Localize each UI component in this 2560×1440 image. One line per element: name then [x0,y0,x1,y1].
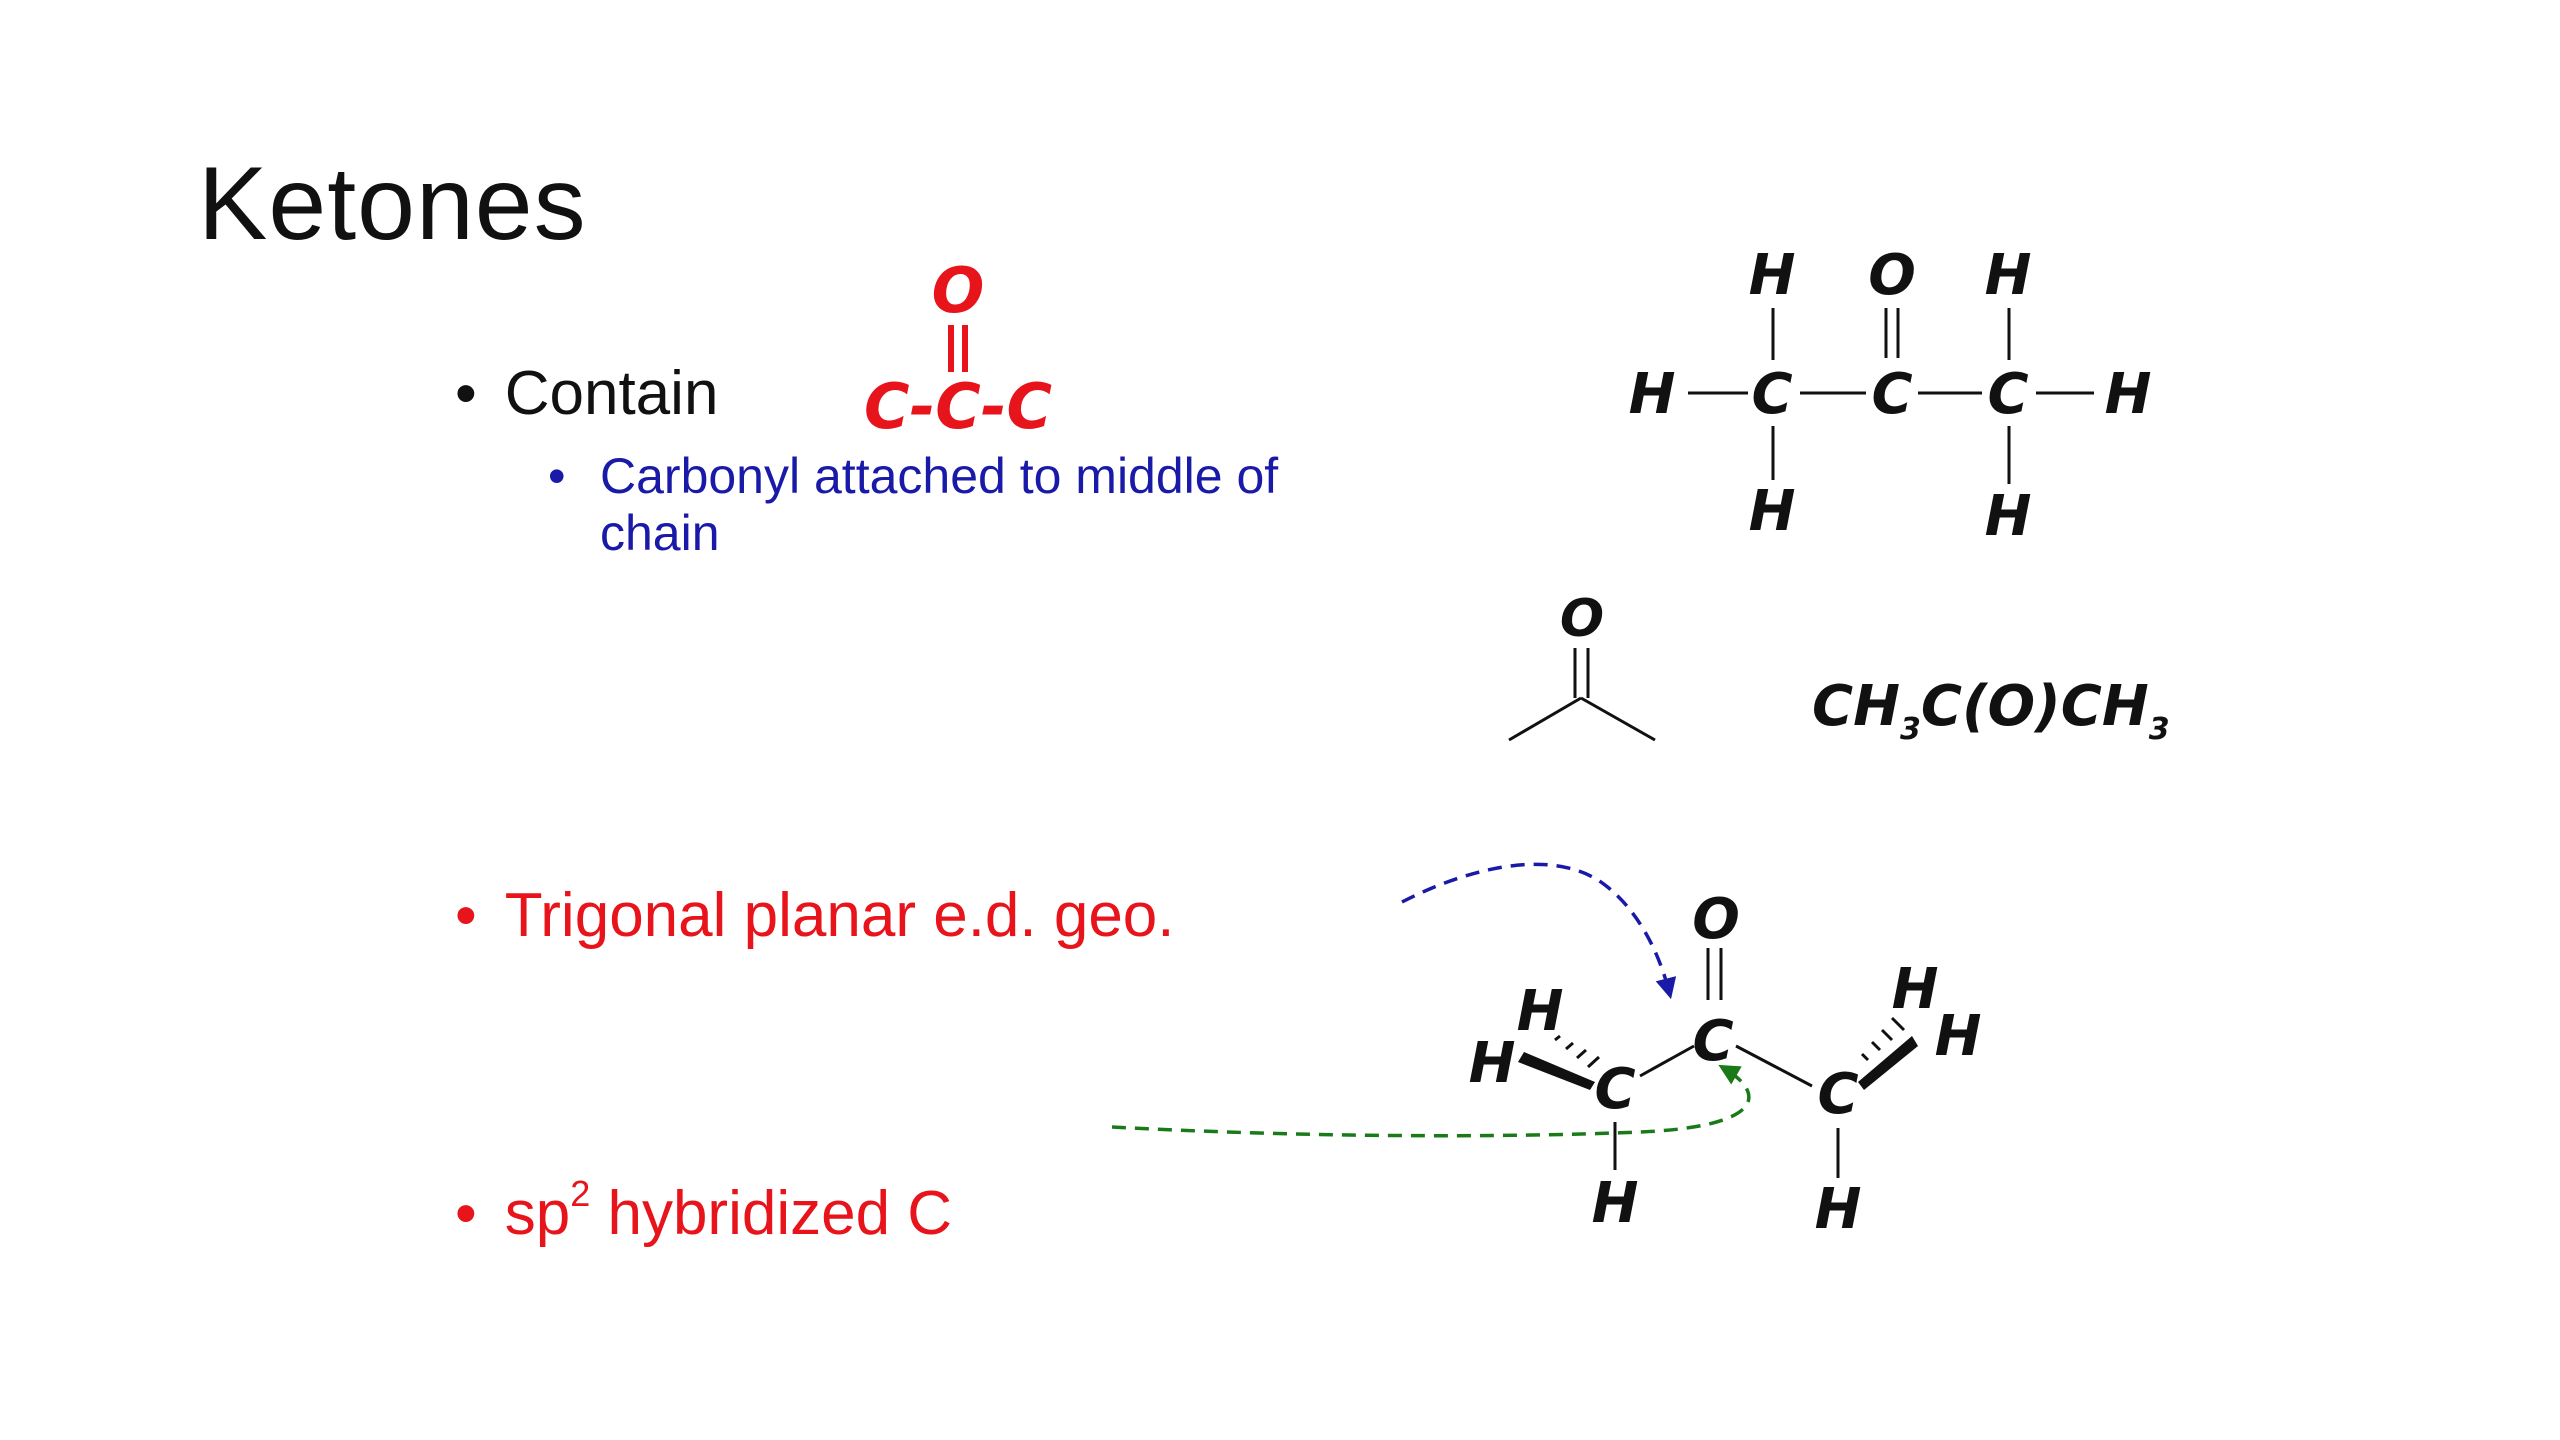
skeletal-oxygen: O [1560,589,1604,649]
bullet-contain-text: Contain [504,359,719,428]
lewis-h-top-left: H [1749,243,1796,308]
hashed-bond-right [1860,1016,1906,1062]
lewis-h-left: H [1629,362,1676,427]
wedge-h-left-top: H [1517,979,1564,1044]
lewis-c3: C [1987,362,2028,427]
lewis-structure: H O H H C C C H H H [1629,243,2152,549]
bullet-dot: • [455,881,477,950]
sub-bullet-carbonyl: • Carbonyl attached to middle of chain [548,448,1378,562]
lewis-o: O [1868,243,1916,308]
wedge-bond-right [1858,1036,1918,1090]
bullet-dot: • [548,448,566,504]
blue-dashed-arrow [1401,862,1677,1000]
wedge-c-center: C [1692,1009,1733,1074]
sp-text: sp [504,1179,571,1248]
fragment-chain: C-C-C [864,370,1052,443]
bullet-contain: • Contain [455,358,718,429]
lewis-c1: C [1751,362,1792,427]
condensed-formula: CH3C(O)CH3 [1812,674,2170,747]
condensed-sub-2: 3 [2149,712,2170,747]
wedge-bond-left [1518,1052,1595,1090]
wedge-h-left: H [1469,1031,1516,1096]
fragment-oxygen: O [932,254,985,327]
bullet-trigonal-text: Trigonal planar e.d. geo. [504,881,1175,950]
lewis-h-bottom-right: H [1985,484,2032,549]
bullet-dot: • [455,1179,477,1248]
wedge-c-left: C [1594,1057,1635,1122]
wedge-h-right-bottom: H [1815,1177,1862,1242]
slide-title: Ketones [198,146,587,262]
condensed-part-2: C(O)CH [1921,674,2149,739]
bullet-hybridized: • sp2 hybridized C [455,1176,953,1249]
hashed-bond-left [1554,1034,1601,1069]
lewis-h-top-right: H [1985,243,2032,308]
wedge-h-left-bottom: H [1592,1171,1639,1236]
lewis-h-right: H [2105,362,2152,427]
wedge-c-right: C [1817,1062,1858,1127]
bullet-trigonal: • Trigonal planar e.d. geo. [455,880,1175,951]
condensed-part-1: CH [1812,674,1900,739]
wedge-h-right-top: H [1892,957,1939,1022]
hybridized-text: hybridized C [590,1179,953,1248]
wedge-structure: O C C C H H H H H H [1469,887,1982,1242]
lewis-h-bottom-left: H [1749,479,1796,544]
wedge-h-right: H [1935,1004,1982,1069]
carbonyl-fragment: O C-C-C [864,254,1052,443]
wedge-oxygen: O [1692,887,1740,952]
sub-bullet-text: Carbonyl attached to middle of chain [600,448,1279,561]
lewis-bonds [1688,308,2094,484]
green-dashed-arrow [1111,1064,1751,1138]
skeletal-formula: O [1508,589,1656,742]
condensed-sub-1: 3 [1900,712,1921,747]
sp-superscript: 2 [570,1173,591,1214]
bullet-dot: • [455,359,477,428]
lewis-c2: C [1871,362,1912,427]
